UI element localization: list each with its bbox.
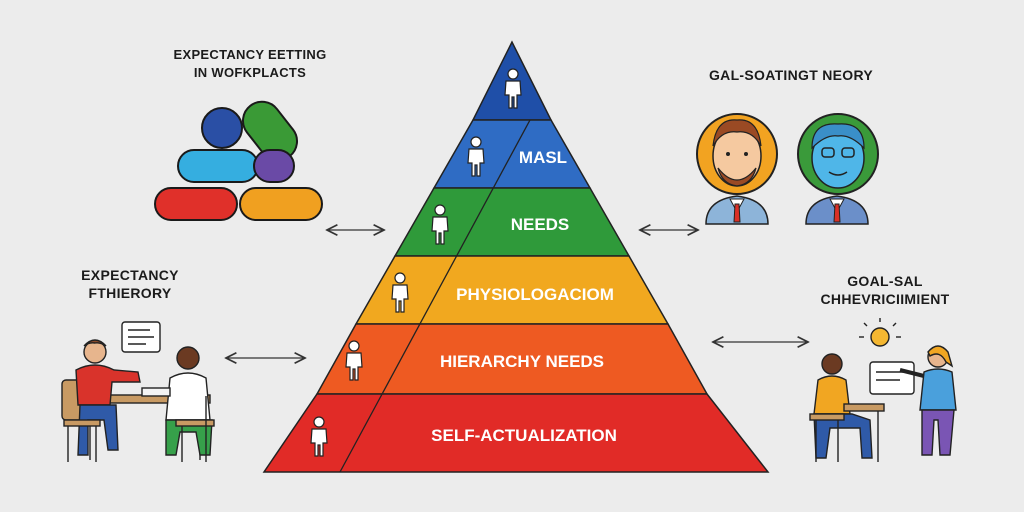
- pyramid-labels: MASL NEEDS PHYSIOLOGACIOM HIERARCHY NEED…: [431, 148, 617, 445]
- mid-right-title: GOAL-SAL CHHEVRICIIMIENT: [800, 272, 970, 308]
- top-left-title-line1: EXPECTANCY EETTING: [173, 47, 327, 62]
- top-right-title-text: GAL-SOATINGT NEORY: [708, 67, 874, 83]
- mid-right-title-line1: GOAL-SAL: [847, 273, 923, 289]
- mid-left-title-line1: EXPECTANCY: [81, 267, 179, 283]
- pyramid-divider: [339, 119, 531, 473]
- pyramid: [262, 40, 770, 473]
- purple-pill: [253, 149, 295, 183]
- pill-shapes: [154, 100, 323, 221]
- cyan-pill: [177, 149, 259, 183]
- orange-pill: [239, 187, 323, 221]
- layer-label-hierarchy: HIERARCHY NEEDS: [440, 352, 604, 371]
- red-pill: [154, 187, 238, 221]
- avatar-right: [797, 113, 879, 225]
- mid-left-title: EXPECTANCY FTHIERORY: [60, 266, 200, 302]
- meeting-scene: [61, 321, 215, 462]
- layer-label-self-actualization: SELF-ACTUALIZATION: [431, 426, 617, 445]
- pyramid-layer-base: [262, 393, 770, 473]
- blue-dot: [201, 107, 243, 149]
- layer-label-needs: NEEDS: [511, 215, 570, 234]
- avatar-left: [696, 113, 778, 225]
- mid-left-title-line2: FTHIERORY: [88, 285, 172, 301]
- top-left-title: EXPECTANCY EETTING IN WOFKPLACTS: [140, 46, 360, 82]
- layer-label-masl: MASL: [519, 148, 567, 167]
- top-left-title-line2: IN WOFKPLACTS: [193, 65, 307, 80]
- presentation-scene: [809, 318, 957, 462]
- top-right-title: GAL-SOATINGT NEORY: [676, 67, 906, 83]
- connector-arrows: [226, 230, 808, 358]
- layer-label-physiological: PHYSIOLOGACIOM: [456, 285, 614, 304]
- document-icon: [869, 361, 915, 395]
- lightbulb-icon: [870, 327, 890, 347]
- mid-right-title-line2: CHHEVRICIIMIENT: [820, 291, 950, 307]
